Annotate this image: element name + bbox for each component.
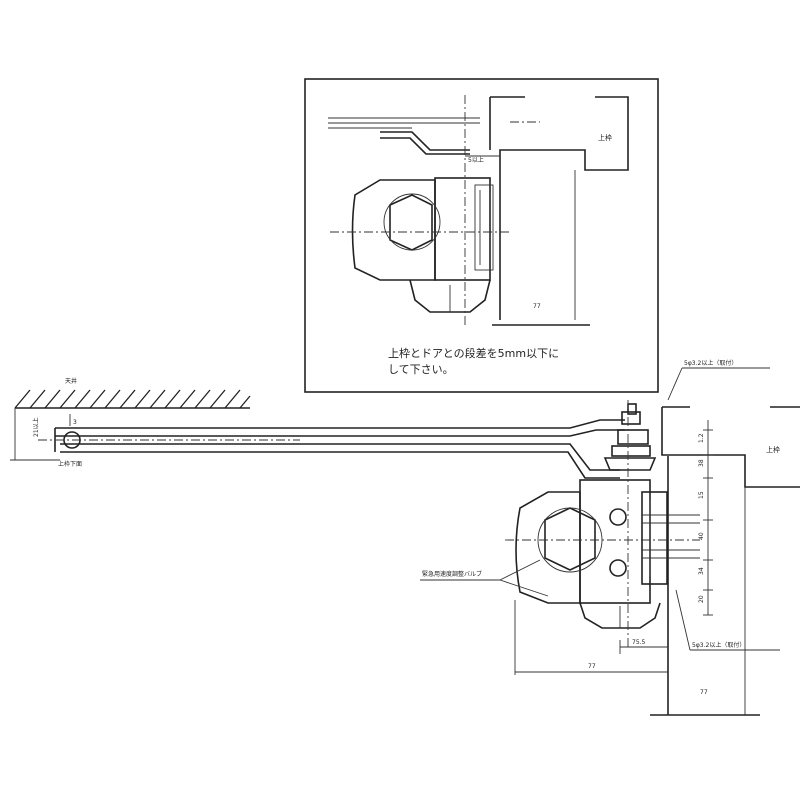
inset-dim-bottom: 77 — [533, 303, 541, 310]
side-dim-6: 20 — [698, 595, 705, 603]
inset-frame-label: 上枠 — [598, 133, 612, 142]
valve-note: 緊急用速度調整バルブ — [422, 570, 482, 578]
side-dim-5: 34 — [698, 567, 705, 575]
arm-shaft — [603, 403, 657, 471]
gap-dim-label: 21以上 — [32, 417, 40, 437]
gap-note: 3 — [73, 419, 77, 426]
side-dim-1: 1.2 — [698, 433, 705, 443]
screw-note-top: 5φ3.2以上（取付） — [684, 359, 737, 367]
inset-detail: 上枠 5以上 77 上枠とドアとの段差を5mm以下に して下さい。 — [304, 78, 659, 393]
screw-note-bottom: 5φ3.2以上（取付） — [692, 641, 745, 649]
closer-body — [515, 479, 700, 629]
inset-frame — [304, 78, 659, 393]
inset-arm — [380, 131, 470, 155]
side-dim-4: 40 — [698, 532, 705, 540]
side-dimension-scale: 1.2 38 15 40 34 20 — [698, 420, 713, 616]
ceiling-hatch — [14, 389, 251, 409]
closer-arm — [54, 419, 625, 479]
dim-77-horizontal: 77 — [588, 663, 596, 670]
inset-note-line2: して下さい。 — [388, 363, 454, 376]
side-dim-3: 15 — [698, 491, 705, 499]
top-frame-label: 上枠下面 — [58, 460, 82, 468]
inset-note-line1: 上枠とドアとの段差を5mm以下に — [388, 346, 559, 360]
dim-77-vertical: 77 — [700, 689, 708, 696]
inset-dim-gap: 5以上 — [468, 156, 484, 164]
inset-frame-profile — [489, 96, 629, 171]
dim-75-label: 75.5 — [632, 639, 646, 646]
inset-ceiling-hatch — [328, 117, 480, 129]
ceiling-label: 天井 — [65, 377, 77, 385]
frame-profile — [661, 406, 800, 488]
inset-closer-body — [351, 177, 494, 313]
frame-label: 上枠 — [766, 445, 780, 454]
side-dim-2: 38 — [698, 459, 705, 467]
main-drawing: 天井 21以上 3 上枠下面 上枠 — [10, 359, 800, 716]
